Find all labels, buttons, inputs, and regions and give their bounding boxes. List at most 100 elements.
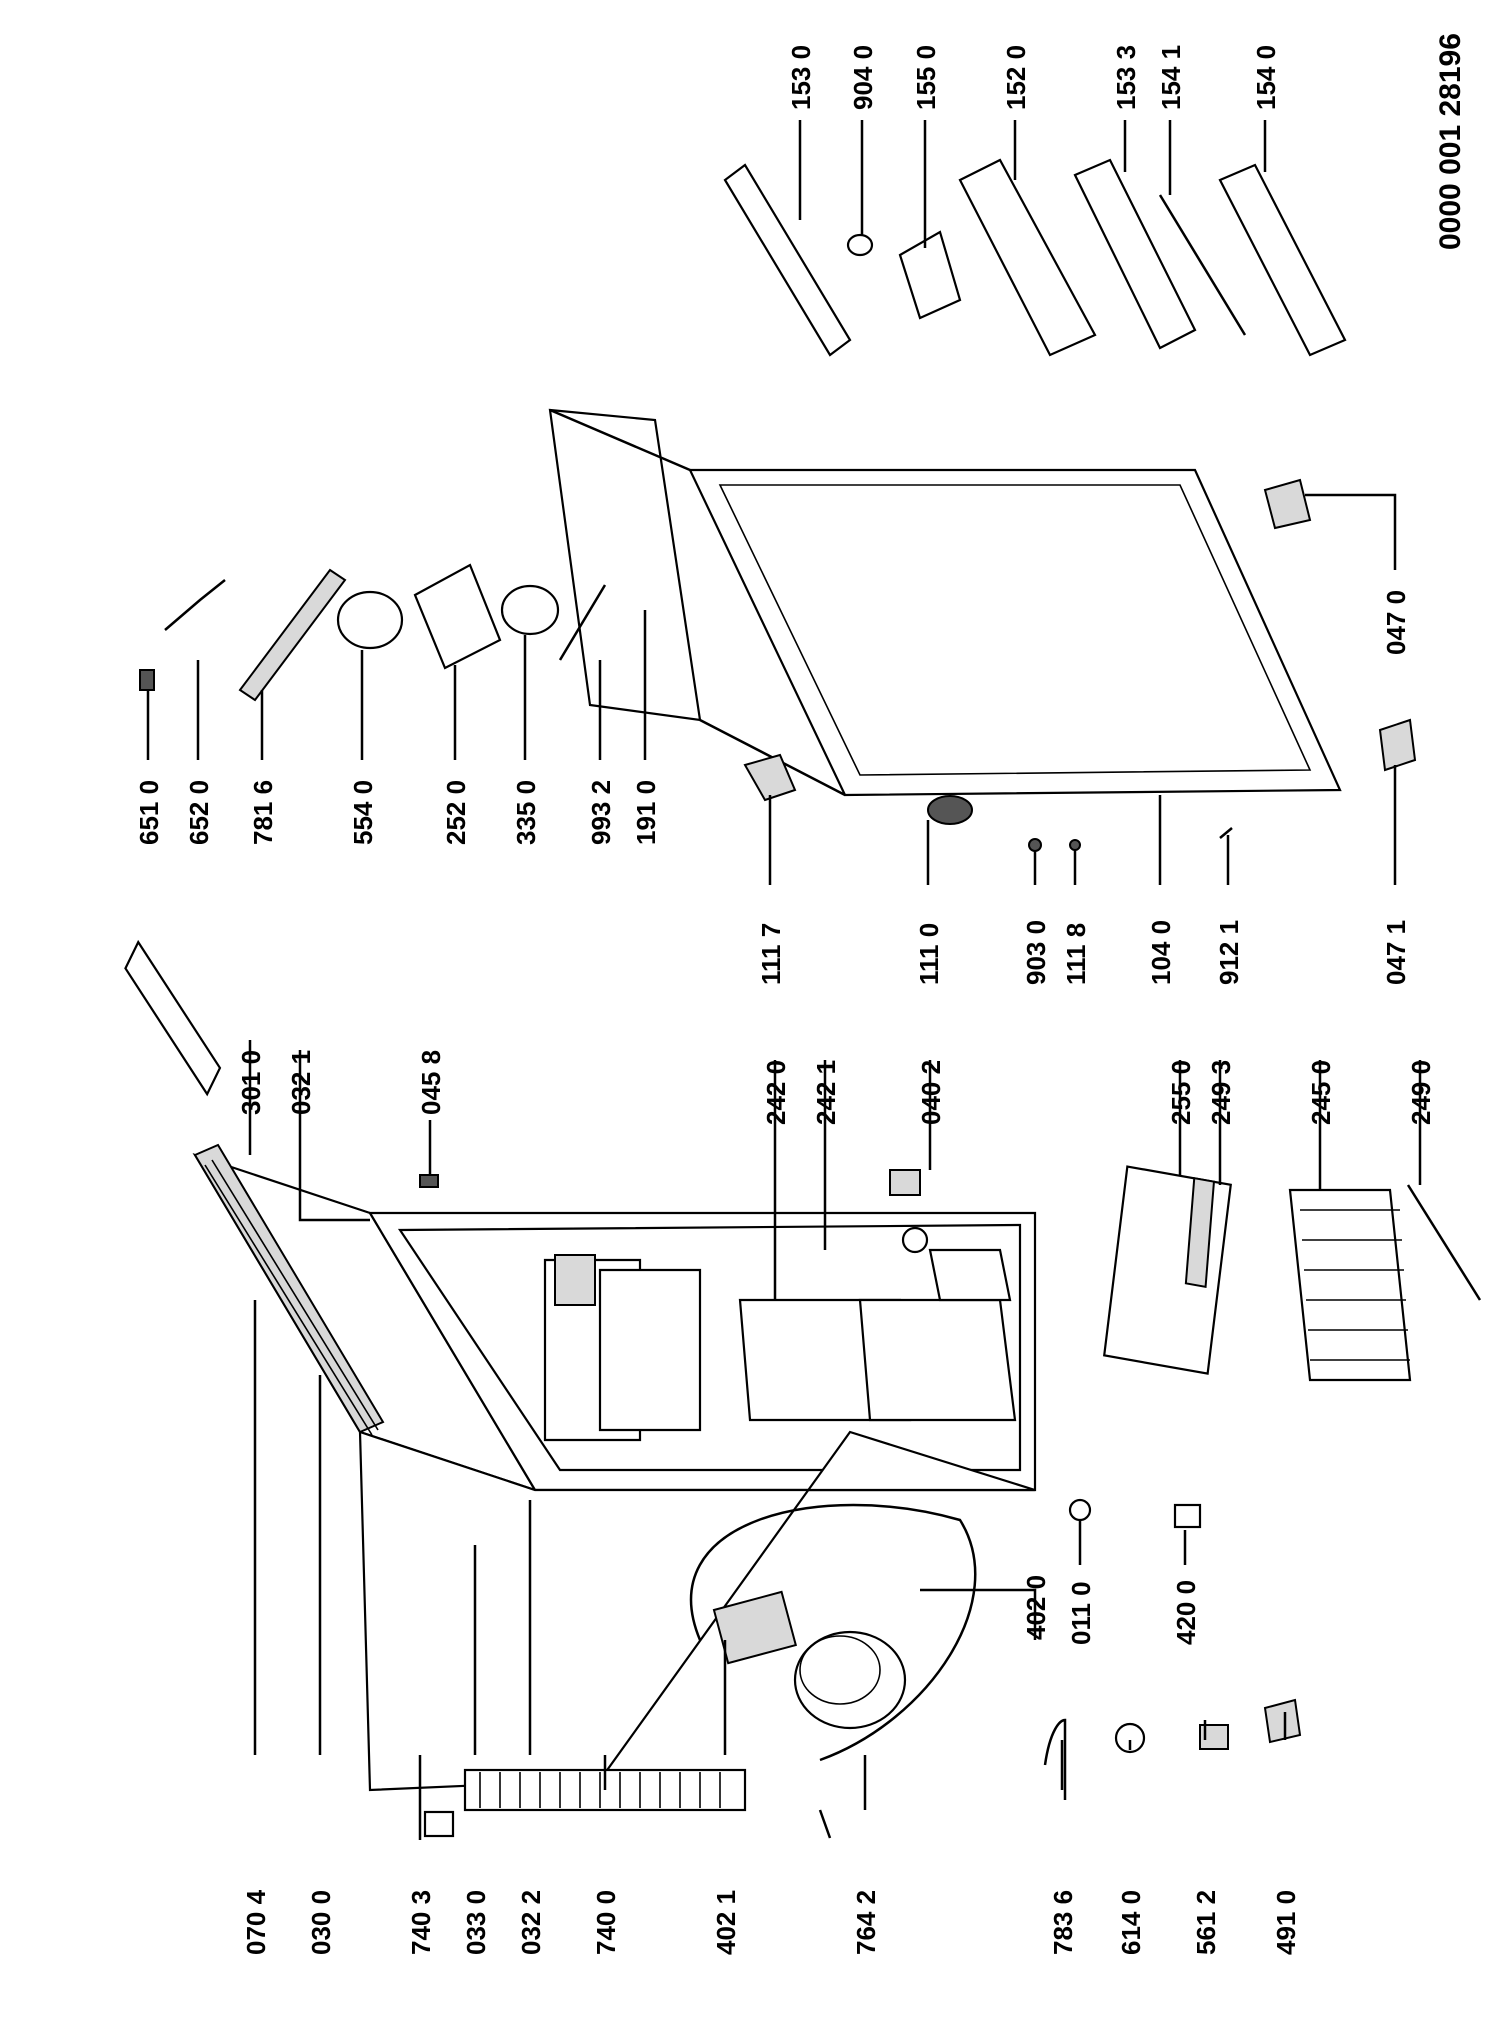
- back-panel: [124, 939, 222, 1097]
- label-9040: 904 0: [848, 45, 878, 110]
- part-5540-drawing: [336, 590, 404, 650]
- label-7403: 740 3: [406, 1890, 436, 1955]
- part-9932-drawing: [558, 584, 607, 661]
- label-0321: 032 1: [286, 1050, 316, 1115]
- label-0704: 070 4: [241, 1889, 271, 1955]
- label-4910: 491 0: [1271, 1890, 1301, 1955]
- leader-4020: [920, 1588, 1037, 1640]
- part-labels: 070 4 030 0 740 3 033 0 032 2 740 0 402 …: [134, 33, 1467, 1955]
- label-2493: 249 3: [1206, 1060, 1236, 1125]
- label-1520: 152 0: [1001, 45, 1031, 110]
- door-hinge-1110: [927, 795, 973, 825]
- compressor-housing: [689, 1503, 977, 1762]
- shelf-rod: [1406, 1184, 1482, 1301]
- door-inner-edge: [718, 484, 1312, 776]
- controls-drawing: [139, 563, 607, 702]
- label-0110: 011 0: [1066, 1581, 1096, 1645]
- part-1533-drawing: [1073, 158, 1197, 350]
- part-9121-drawing: [1219, 827, 1233, 839]
- part-0110-drawing: [1068, 1498, 1092, 1522]
- label-0330: 033 0: [461, 1890, 491, 1955]
- label-1533: 153 3: [1111, 45, 1141, 110]
- label-7816: 781 6: [248, 780, 278, 845]
- label-4020: 402 0: [1021, 1575, 1051, 1640]
- label-9121: 912 1: [1214, 920, 1244, 985]
- label-0471: 047 1: [1381, 920, 1411, 985]
- label-7836: 783 6: [1048, 1890, 1078, 1955]
- label-6140: 614 0: [1116, 1890, 1146, 1955]
- label-2420: 242 0: [761, 1060, 791, 1125]
- label-4021: 402 1: [711, 1890, 741, 1955]
- hinge-0470: [1263, 478, 1312, 530]
- part-7816-drawing: [238, 568, 347, 702]
- part-7642-drawing: [818, 1809, 832, 1839]
- glass-shelf: [1102, 1165, 1232, 1375]
- label-7400: 740 0: [591, 1890, 621, 1955]
- label-3010: 301 0: [236, 1050, 266, 1115]
- label-2550: 255 0: [1166, 1060, 1196, 1125]
- label-6520: 652 0: [184, 780, 214, 845]
- part-1530-drawing: [723, 163, 852, 357]
- part-9040-drawing: [846, 233, 874, 257]
- drawer-cover: [928, 1248, 1012, 1302]
- part-9030-drawing: [1028, 838, 1042, 852]
- part-6140-drawing: [1114, 1722, 1146, 1754]
- label-2520: 252 0: [441, 780, 471, 845]
- label-1118: 111 8: [1061, 923, 1091, 985]
- label-9932: 993 2: [586, 780, 616, 845]
- part-1117-drawing: [743, 753, 797, 802]
- label-6510: 651 0: [134, 780, 164, 845]
- wire-shelf: [1288, 1188, 1412, 1382]
- part-1540-drawing: [1218, 163, 1347, 357]
- label-4200: 420 0: [1171, 1580, 1201, 1645]
- label-2490: 249 0: [1406, 1060, 1436, 1125]
- door-panel: [688, 468, 1342, 797]
- label-1110: 111 0: [914, 923, 944, 985]
- label-1541: 154 1: [1156, 45, 1186, 110]
- crisper-drawer-2: [858, 1298, 1017, 1422]
- document-number: 0000 001 28196: [1434, 33, 1467, 250]
- label-2421: 242 1: [811, 1060, 841, 1125]
- shelf-trim: [1184, 1177, 1216, 1288]
- label-5540: 554 0: [348, 780, 378, 845]
- leader-0470: [1305, 493, 1397, 570]
- part-1550-drawing: [898, 230, 962, 320]
- label-0402: 040 2: [916, 1060, 946, 1125]
- label-3350: 335 0: [511, 780, 541, 845]
- screw-0458: [419, 1174, 439, 1188]
- label-2450: 245 0: [1306, 1060, 1336, 1125]
- shelves-drawing: [1102, 1165, 1482, 1382]
- compressor-body: [793, 1630, 907, 1730]
- part-1118-drawing: [1069, 839, 1081, 851]
- label-0300: 030 0: [306, 1890, 336, 1955]
- door-drawing: [548, 408, 1417, 852]
- label-0470: 047 0: [1381, 590, 1411, 655]
- thermostat-housing: [554, 1254, 596, 1306]
- label-1540: 154 0: [1251, 45, 1281, 110]
- part-4200-drawing: [1173, 1503, 1202, 1529]
- label-7642: 764 2: [851, 1890, 881, 1955]
- label-1550: 155 0: [911, 45, 941, 110]
- hinge-0471: [1378, 718, 1417, 772]
- door-gasket-top: [548, 408, 702, 722]
- part-7403-drawing: [423, 1810, 455, 1838]
- part-7836-drawing: [1043, 1718, 1067, 1800]
- part-3350-drawing: [500, 584, 560, 636]
- label-9030: 903 0: [1021, 920, 1051, 985]
- label-5612: 561 2: [1191, 1890, 1221, 1955]
- door-bins-drawing: [723, 158, 1347, 357]
- relay-box: [712, 1590, 798, 1665]
- hinge-bracket: [889, 1169, 921, 1196]
- foot-screw: [901, 1226, 929, 1254]
- part-2520-drawing: [413, 563, 502, 670]
- label-1040: 104 0: [1146, 920, 1176, 985]
- shelf-rail-2: [598, 1268, 702, 1432]
- leader-lines: [146, 120, 1422, 1840]
- part-6520-drawing: [164, 579, 226, 631]
- label-0458: 045 8: [416, 1050, 446, 1115]
- part-1541-drawing: [1158, 194, 1247, 336]
- part-4910-drawing: [1263, 1698, 1302, 1744]
- leader-0321: [298, 1050, 370, 1222]
